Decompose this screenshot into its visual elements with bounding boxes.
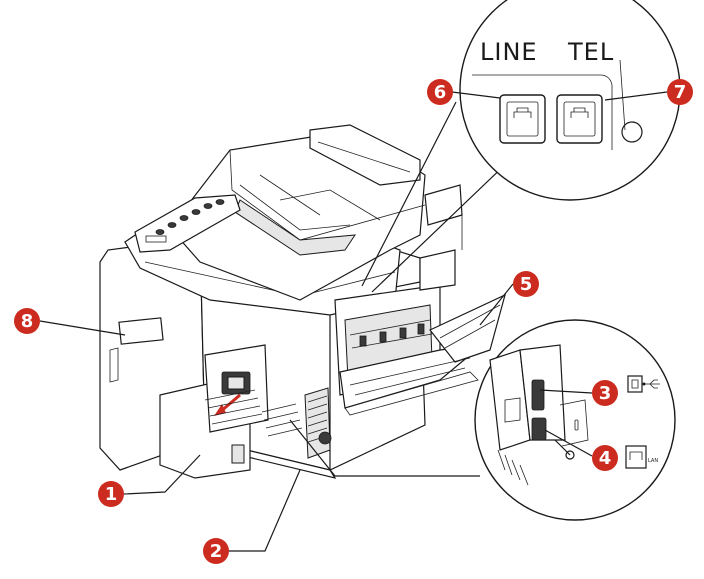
- callout-8: 8: [14, 308, 40, 334]
- rear-exit-rollers: [349, 319, 433, 349]
- leader-lines: [39, 91, 668, 552]
- callout-6-number: 6: [434, 82, 447, 103]
- callout-4-number: 4: [599, 448, 612, 469]
- callout-1-number: 1: [105, 484, 118, 505]
- usb-lan-zoom-view: LAN: [289, 319, 676, 521]
- printer-illustration: [99, 124, 506, 479]
- callout-2: 2: [203, 538, 229, 564]
- control-panel-buttons: [145, 199, 225, 243]
- callout-3-number: 3: [599, 383, 612, 404]
- tel-port-label: TEL: [567, 38, 614, 66]
- line-tel-zoom-view: LINE TEL: [361, 0, 681, 293]
- vent-grille: [204, 389, 303, 437]
- callout-5-number: 5: [520, 274, 533, 295]
- callout-1: 1: [98, 481, 124, 507]
- line-jack: [499, 94, 546, 144]
- callout-6: 6: [427, 79, 453, 105]
- callout-3: 3: [592, 380, 618, 406]
- callout-2-number: 2: [210, 541, 223, 562]
- callout-4: 4: [592, 445, 618, 471]
- line-port-label: LINE: [480, 38, 538, 66]
- callout-5: 5: [513, 271, 539, 297]
- callout-7-number: 7: [674, 82, 687, 103]
- callout-7: 7: [667, 79, 693, 105]
- lan-label: LAN: [648, 458, 658, 464]
- lan-port-icon: LAN: [625, 445, 658, 469]
- tel-jack: [556, 94, 603, 144]
- callout-8-number: 8: [21, 311, 34, 332]
- usb-icon: [627, 375, 660, 393]
